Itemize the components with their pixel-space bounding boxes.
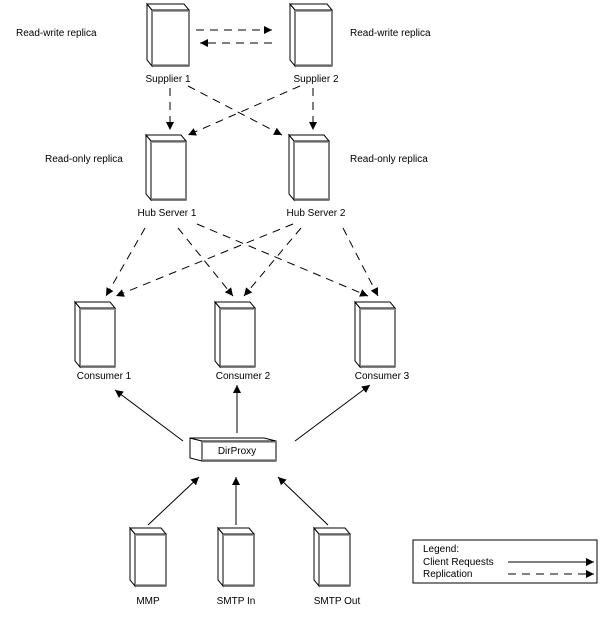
legend-title: Legend:: [423, 544, 459, 555]
supplier2-label: Supplier 2: [293, 74, 338, 85]
edge-hub1-to-consumer3: [196, 223, 369, 297]
hub1-front-face: [150, 140, 187, 201]
smtpin-side-face: [217, 526, 224, 588]
legend-replication-label: Replication: [423, 569, 472, 580]
smtpout-side-face: [313, 526, 320, 588]
dirproxy-front-face: [201, 440, 277, 462]
supplier1-role-label: Read-write replica: [16, 28, 97, 39]
edge-hub1-to-consumer1: [105, 227, 146, 297]
smtpin-label: SMTP In: [217, 596, 256, 607]
mmp-front-face: [134, 533, 167, 587]
edge-smtpout-to-dirproxy: [277, 476, 329, 526]
supplier1-side-face: [146, 2, 153, 68]
consumer3-front-face: [359, 307, 396, 368]
supplier2-front-face: [294, 9, 333, 67]
consumer3-side-face: [354, 300, 361, 369]
supplier2-top-face: [288, 3, 334, 11]
consumer1-side-face: [74, 300, 81, 369]
hub1-label: Hub Server 1: [138, 208, 197, 219]
supplier1-server-icon: [145, 2, 191, 68]
smtpout-label: SMTP Out: [314, 596, 361, 607]
hub2-server-icon: [287, 133, 331, 202]
consumer1-label: Consumer 1: [77, 371, 132, 382]
edge-hub1-to-consumer2: [177, 227, 234, 297]
edge-dirproxy-to-consumer3: [294, 384, 371, 442]
legend: Legend: Client Requests Replication: [412, 539, 598, 584]
smtpin-front-face: [222, 533, 255, 587]
dirproxy-side-face: [189, 437, 203, 462]
consumer3-server-icon: [353, 300, 397, 369]
edge-hub2-to-consumer1: [115, 223, 294, 297]
edge-hub2-to-consumer3: [342, 227, 379, 297]
consumer1-top-face: [73, 301, 117, 309]
hub2-side-face: [288, 133, 295, 202]
supplier1-top-face: [145, 3, 191, 11]
mmp-label: MMP: [136, 596, 160, 607]
hub1-top-face: [144, 134, 188, 142]
hub2-top-face: [287, 134, 331, 142]
smtpout-top-face: [312, 527, 352, 535]
edge-dirproxy-to-consumer1: [114, 389, 184, 442]
hub1-server-icon: [144, 133, 188, 202]
hub2-label: Hub Server 2: [287, 208, 346, 219]
consumer3-label: Consumer 3: [355, 371, 410, 382]
legend-client-requests-label: Client Requests: [423, 557, 494, 568]
mmp-top-face: [128, 527, 168, 535]
dirproxy-label: DirProxy: [218, 446, 256, 457]
supplier2-side-face: [289, 2, 296, 68]
consumer1-server-icon: [73, 300, 117, 369]
supplier1-front-face: [151, 9, 190, 67]
consumer2-front-face: [219, 307, 256, 368]
smtpin-server-icon: [216, 526, 256, 588]
consumer1-front-face: [79, 307, 116, 368]
mmp-server-icon: [128, 526, 168, 588]
consumer2-top-face: [213, 301, 257, 309]
supplier2-server-icon: [288, 2, 334, 68]
dirproxy-server-icon: [189, 437, 277, 462]
edge-hub2-to-consumer2: [243, 227, 302, 297]
nodes-layer: [73, 2, 397, 588]
smtpin-top-face: [216, 527, 256, 535]
consumer2-side-face: [214, 300, 221, 369]
hub2-front-face: [293, 140, 330, 201]
edges-layer: [105, 26, 379, 526]
edge-supplier1-to-hub2: [187, 85, 283, 136]
hub1-side-face: [145, 133, 152, 202]
edge-supplier2-to-hub1: [187, 85, 301, 136]
smtpout-server-icon: [312, 526, 352, 588]
mmp-side-face: [129, 526, 136, 588]
smtpout-front-face: [318, 533, 351, 587]
consumer2-label: Consumer 2: [216, 371, 271, 382]
hub1-role-label: Read-only replica: [45, 154, 123, 165]
consumer2-server-icon: [213, 300, 257, 369]
supplier1-label: Supplier 1: [145, 74, 190, 85]
hub2-role-label: Read-only replica: [350, 154, 428, 165]
supplier2-role-label: Read-write replica: [350, 28, 431, 39]
consumer3-top-face: [353, 301, 397, 309]
edge-mmp-to-dirproxy: [147, 476, 200, 526]
